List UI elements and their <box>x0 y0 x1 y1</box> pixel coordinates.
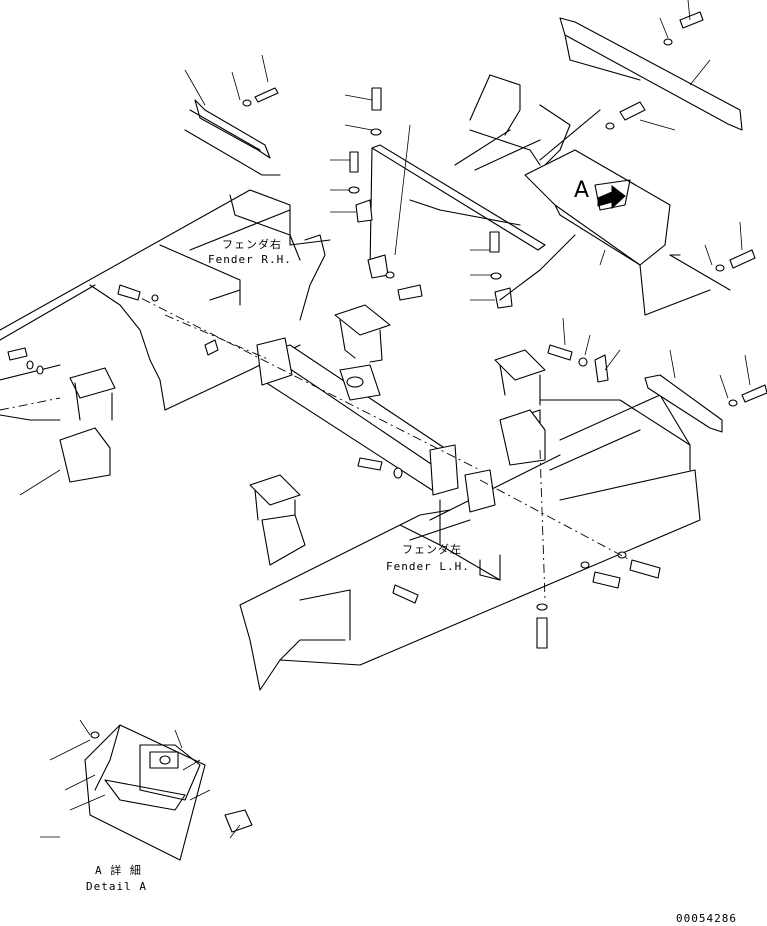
detail-a-drawing <box>40 719 253 861</box>
fender-rh-jp-label: フェンダ右 <box>222 237 282 251</box>
fender-lh-en-label: Fender L.H. <box>386 560 470 573</box>
bracket-top-center <box>330 87 546 309</box>
fender-lh <box>399 499 501 581</box>
fender-plate-rh: A <box>499 149 756 316</box>
fasteners <box>7 284 767 649</box>
bracket-top-right <box>454 0 743 171</box>
drawing-number: 00054286 <box>676 912 737 925</box>
mount-blocks <box>0 304 546 566</box>
detail-a-jp-label: A 詳 細 <box>95 863 142 877</box>
fender-rh <box>209 194 326 321</box>
bracket-top-left <box>184 54 281 176</box>
fender-rh-en-label: Fender R.H. <box>208 253 292 266</box>
detail-a-en-label: Detail A <box>86 880 147 893</box>
callout-a-label: A <box>574 178 589 203</box>
fender-lh-jp-label: フェンダ左 <box>402 542 462 556</box>
cross-beam <box>124 289 496 513</box>
chassis-frame <box>0 189 701 691</box>
